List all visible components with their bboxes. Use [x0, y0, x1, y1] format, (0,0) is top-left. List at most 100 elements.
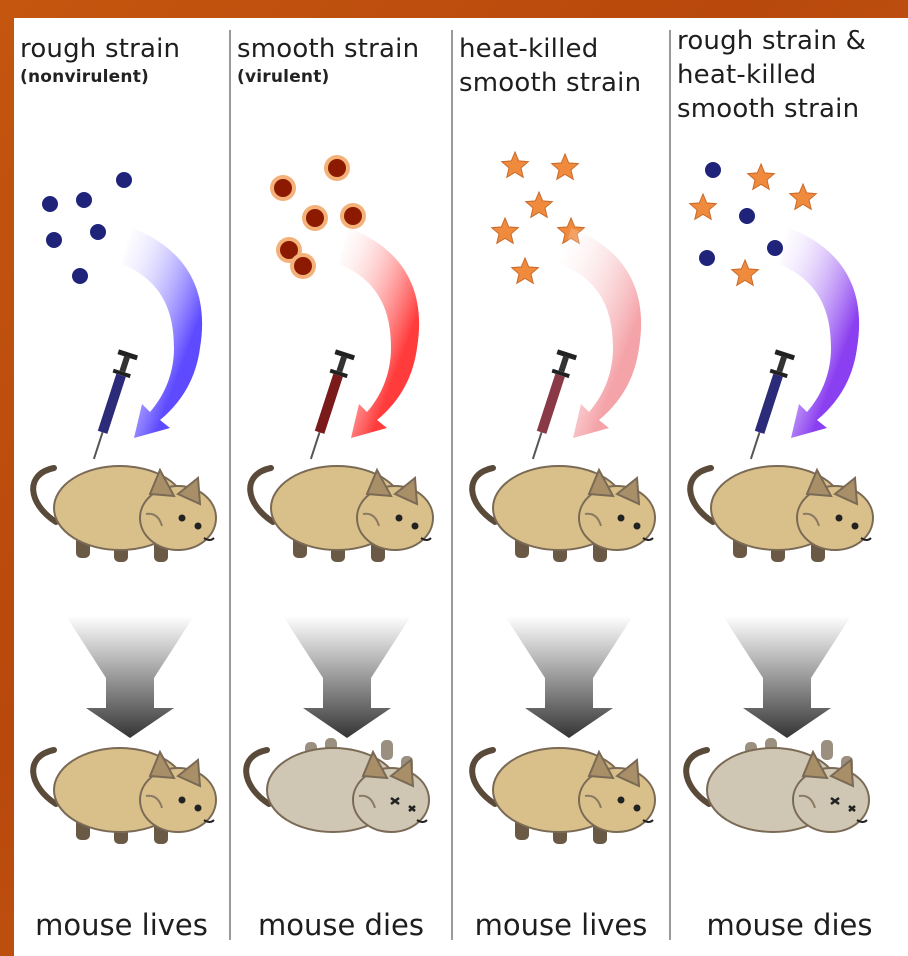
column-heat-killed: heat-killed smooth strain mouse lives — [453, 18, 669, 956]
mouse-head — [579, 486, 655, 550]
dead-mouse — [686, 738, 869, 832]
bacteria-star — [690, 194, 717, 219]
live-mouse — [690, 466, 873, 562]
column-rough-strain: rough strain (nonvirulent) mouse lives — [14, 18, 229, 956]
column-title: rough strain & heat-killed smooth strain — [677, 24, 866, 126]
syringe-barrel — [537, 374, 565, 434]
down-arrow — [283, 616, 411, 738]
live-mouse — [472, 466, 655, 562]
title-subtitle: (nonvirulent) — [20, 66, 180, 88]
mouse-tail — [33, 468, 56, 522]
experiment-illustration — [14, 18, 229, 956]
syringe-needle — [750, 432, 761, 459]
result-label: mouse dies — [671, 908, 908, 942]
bacteria-dot — [116, 172, 132, 188]
title-line: smooth strain — [677, 92, 866, 126]
mouse-eye — [852, 523, 859, 530]
bacteria-dot — [306, 209, 324, 227]
mouse-tail — [690, 468, 713, 522]
mouse-mouth — [857, 820, 867, 822]
mouse-eye — [634, 523, 641, 530]
syringe-needle — [532, 432, 543, 459]
mouse-eye — [412, 523, 419, 530]
mouse-mouth — [204, 538, 214, 540]
live-mouse — [33, 466, 216, 562]
bacteria-dot — [46, 232, 62, 248]
syringe-icon — [301, 349, 355, 462]
syringe-barrel — [755, 374, 783, 434]
mouse-tail — [472, 750, 495, 804]
dead-mouse — [246, 738, 429, 832]
experiment-illustration — [453, 18, 669, 956]
bacteria-star — [732, 260, 759, 285]
bacteria-dot — [705, 162, 721, 178]
title-subtitle: (virulent) — [237, 66, 419, 88]
down-arrow — [723, 616, 851, 738]
bacteria-star — [502, 152, 529, 177]
mouse-eye — [396, 515, 403, 522]
column-title: rough strain (nonvirulent) — [20, 32, 180, 88]
syringe-barrel — [315, 374, 343, 434]
down-arrow — [66, 616, 194, 738]
curved-arrow — [561, 228, 641, 438]
syringe-rod — [119, 355, 130, 372]
title-line: rough strain — [20, 32, 180, 66]
result-label: mouse dies — [231, 908, 451, 942]
mouse-eye — [836, 515, 843, 522]
mouse-mouth — [204, 820, 214, 822]
bacteria-dot — [699, 250, 715, 266]
mouse-tail — [246, 750, 269, 804]
mouse-head — [357, 486, 433, 550]
title-line: heat-killed — [677, 58, 866, 92]
mouse-head — [797, 486, 873, 550]
mouse-head — [140, 768, 216, 832]
title-line: heat-killed — [459, 32, 641, 66]
curved-arrow — [339, 228, 419, 438]
mouse-mouth — [643, 820, 653, 822]
syringe-needle — [310, 432, 321, 459]
curved-arrow — [779, 228, 859, 438]
mouse-tail — [472, 468, 495, 522]
bacteria-dot — [294, 257, 312, 275]
bacteria-dot — [739, 208, 755, 224]
experiment-illustration — [231, 18, 451, 956]
mouse-eye — [179, 515, 186, 522]
live-mouse — [472, 748, 655, 844]
syringe-barrel — [98, 374, 126, 434]
title-line: smooth strain — [237, 32, 419, 66]
mouse-mouth — [417, 820, 427, 822]
column-smooth-strain: smooth strain (virulent) mouse dies — [231, 18, 451, 956]
mouse-tail — [686, 750, 709, 804]
bacteria-star — [512, 258, 539, 283]
column-mixture: rough strain & heat-killed smooth strain… — [671, 18, 908, 956]
bacteria-dot — [328, 159, 346, 177]
bacteria-dot — [72, 268, 88, 284]
curved-arrow — [122, 228, 202, 438]
result-label: mouse lives — [14, 908, 229, 942]
down-arrow — [505, 616, 633, 738]
mouse-head — [140, 486, 216, 550]
mouse-head — [353, 768, 429, 832]
mouse-eye — [195, 523, 202, 530]
bacteria-star — [748, 164, 775, 189]
experiment-illustration — [671, 18, 908, 956]
bacteria-dot — [42, 196, 58, 212]
bacteria-dot — [90, 224, 106, 240]
mouse-mouth — [643, 538, 653, 540]
column-title: smooth strain (virulent) — [237, 32, 419, 88]
bacteria-dot — [767, 240, 783, 256]
syringe-rod — [336, 355, 347, 372]
mouse-eye — [634, 805, 641, 812]
mouse-eye — [618, 515, 625, 522]
syringe-needle — [93, 432, 104, 459]
syringe-icon — [523, 349, 577, 462]
bacteria-star — [552, 154, 579, 179]
mouse-leg — [821, 740, 833, 760]
mouse-mouth — [861, 538, 871, 540]
syringe-icon — [741, 349, 795, 462]
live-mouse — [33, 748, 216, 844]
title-line: smooth strain — [459, 66, 641, 100]
mouse-tail — [33, 750, 56, 804]
mouse-head — [793, 768, 869, 832]
title-line: rough strain & — [677, 24, 866, 58]
